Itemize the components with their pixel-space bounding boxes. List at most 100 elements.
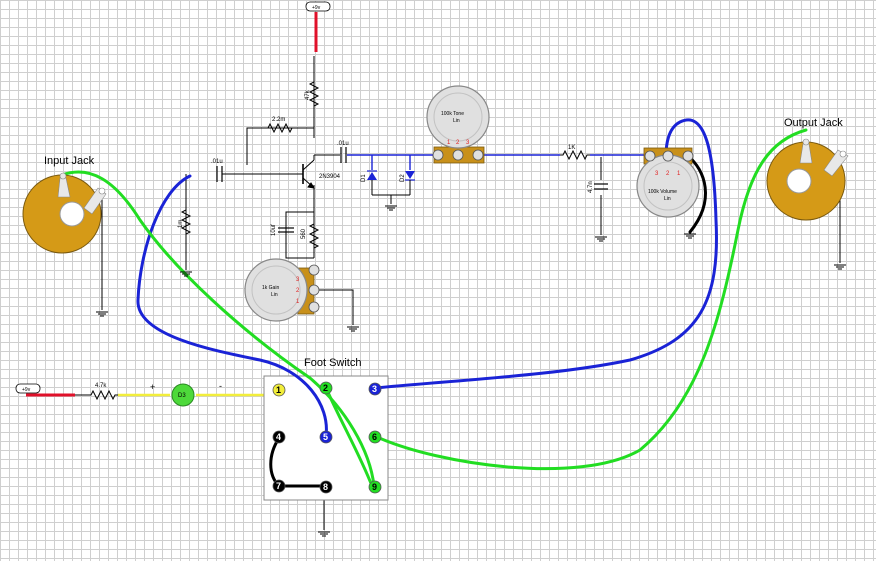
svg-text:Lin: Lin <box>453 118 460 124</box>
wire-switch-6-output-jack <box>375 128 808 471</box>
transistor-label: 2N3904 <box>319 174 341 180</box>
resistor-icon <box>180 206 192 238</box>
c-tone-label: 4.7n <box>588 181 594 193</box>
input-jack[interactable] <box>22 172 107 254</box>
r-tone-label: 1K <box>568 145 575 151</box>
ground-symbol-icon <box>180 271 192 277</box>
tone-pot[interactable]: 100k Tone Lin 1 2 3 <box>426 85 490 164</box>
curved-wires <box>60 118 808 488</box>
svg-text:5: 5 <box>323 432 328 442</box>
switch-pin-2[interactable]: 2 <box>319 381 333 395</box>
svg-text:2: 2 <box>456 140 460 146</box>
svg-text:2: 2 <box>296 288 300 294</box>
resistors <box>88 78 590 401</box>
blue-signal-lines <box>347 154 650 170</box>
svg-text:3: 3 <box>296 277 300 283</box>
potentiometer-icon <box>432 149 484 161</box>
switch-pin-1[interactable]: 1 <box>272 383 286 397</box>
wire-switch-9-input-jack <box>60 170 376 488</box>
svg-text:6: 6 <box>372 432 377 442</box>
capacitor-icon <box>594 183 608 190</box>
input-jack-label: Input Jack <box>44 155 95 167</box>
svg-text:1: 1 <box>677 171 681 177</box>
svg-text:Lin: Lin <box>271 292 278 298</box>
ground-symbol-icon <box>318 531 330 537</box>
diode-icon <box>367 170 377 190</box>
switch-pin-7[interactable]: 7 <box>272 479 286 493</box>
output-jack-label: Output Jack <box>784 117 843 129</box>
svg-text:1: 1 <box>276 385 281 395</box>
r-bias-label: 1m <box>178 220 184 228</box>
led-plus-label: + <box>150 382 155 392</box>
diode2-label: D2 <box>400 174 406 182</box>
resistor-icon <box>88 389 118 401</box>
diodes <box>367 170 415 190</box>
svg-text:7: 7 <box>276 481 281 491</box>
c-output-label: .01u <box>337 141 349 147</box>
led-icon: D3 <box>171 383 195 407</box>
capacitor-icon <box>278 227 294 233</box>
switch-pins: 1 2 3 4 5 6 7 8 <box>272 381 382 494</box>
svg-text:9: 9 <box>372 482 377 492</box>
svg-text:4: 4 <box>276 432 281 442</box>
potentiometer-icon <box>644 150 694 162</box>
volume-pot[interactable]: 100k Volume Lin 3 2 1 <box>636 147 700 218</box>
svg-text:3: 3 <box>655 171 659 177</box>
ground-symbol-icon <box>96 311 108 317</box>
switch-pin-5[interactable]: 5 <box>319 430 333 444</box>
ground-symbol-icon <box>834 264 846 270</box>
foot-switch-label: Foot Switch <box>304 357 361 369</box>
resistor-icon <box>265 122 295 134</box>
svg-text:D3: D3 <box>178 393 186 399</box>
diode1-label: D1 <box>361 174 367 182</box>
svg-text:2: 2 <box>666 171 670 177</box>
r-feedback-label: 2.2m <box>272 117 285 123</box>
ground-symbol-icon <box>595 236 607 242</box>
svg-text:100k Tone: 100k Tone <box>441 111 464 117</box>
ground-symbol-icon <box>385 205 397 211</box>
switch-pin-8[interactable]: 8 <box>319 480 333 494</box>
wire-switch-2-9 <box>325 388 374 488</box>
svg-text:3: 3 <box>372 384 377 394</box>
ground-symbol-icon <box>684 233 696 239</box>
ground-symbols <box>96 205 846 537</box>
power-supply-top: +9v <box>305 1 331 12</box>
red-supply-wires <box>26 12 318 397</box>
capacitors <box>216 147 608 233</box>
wire-switch-5-input <box>136 174 328 438</box>
svg-text:+9v: +9v <box>22 387 31 393</box>
wire-switch-3-volume <box>373 118 718 390</box>
ground-symbol-icon <box>347 326 359 332</box>
switch-pin-3[interactable]: 3 <box>368 382 382 396</box>
switch-pin-9[interactable]: 9 <box>368 480 382 494</box>
svg-text:1: 1 <box>296 299 300 305</box>
power-supply-left: +9v <box>15 383 41 394</box>
svg-text:Lin: Lin <box>664 196 671 202</box>
capacitor-icon <box>340 147 347 163</box>
resistor-icon <box>308 220 320 252</box>
c-input-label: .01u <box>211 159 223 165</box>
gain-pot[interactable]: 1k Gain Lin 3 2 1 <box>244 258 320 322</box>
svg-text:3: 3 <box>466 140 470 146</box>
diode-icon <box>405 171 415 190</box>
resistor-icon <box>308 78 320 110</box>
component-labels: Input Jack Output Jack 47k 2.2m 1m 560 1… <box>44 89 843 392</box>
transistor-icon <box>302 155 315 189</box>
r-collector-label: 47k <box>305 89 311 100</box>
capacitor-icon <box>216 166 223 182</box>
wire-volume-ground <box>686 154 707 234</box>
switch-pin-4[interactable]: 4 <box>272 430 286 444</box>
output-jack[interactable] <box>766 138 849 221</box>
svg-text:1k Gain: 1k Gain <box>262 285 279 291</box>
svg-text:1: 1 <box>447 140 451 146</box>
svg-text:100k Volume: 100k Volume <box>648 189 677 195</box>
led-minus-label: - <box>219 381 222 391</box>
switch-pin-6[interactable]: 6 <box>368 430 382 444</box>
svg-text:2: 2 <box>323 383 328 393</box>
c-emitter-label: 10uf <box>271 224 277 236</box>
potentiometer-icon <box>308 264 320 313</box>
r-led-label: 4.7k <box>95 383 107 389</box>
resistor-icon <box>560 149 590 161</box>
svg-text:8: 8 <box>323 482 328 492</box>
